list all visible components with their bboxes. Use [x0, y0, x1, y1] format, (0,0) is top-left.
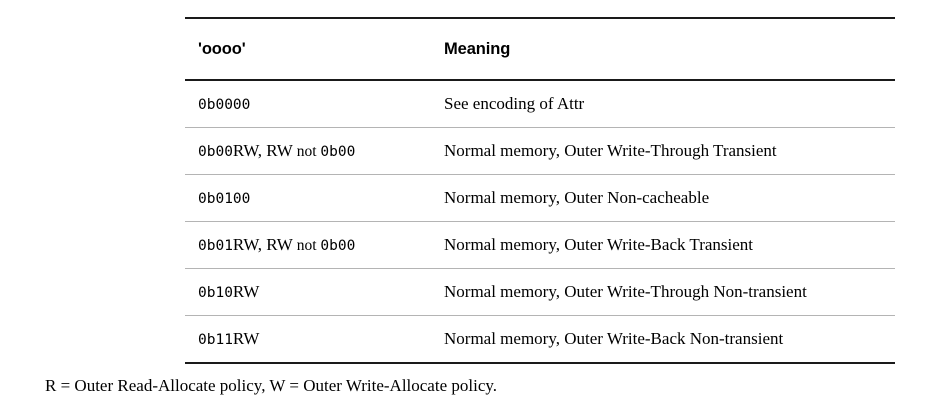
code-fragment: RW: [232, 329, 260, 348]
code-fragment: not: [296, 237, 321, 254]
code-fragment: 0b11: [198, 332, 233, 348]
code-fragment: RW: [232, 282, 260, 301]
code-fragment: 0b01: [198, 238, 233, 254]
table-footnote: R = Outer Read-Allocate policy, W = Oute…: [45, 376, 498, 395]
cell-code: 0b00RW, RW not 0b00: [185, 128, 429, 175]
code-fragment: 0b00: [320, 238, 356, 254]
cell-meaning: Normal memory, Outer Write-Through Trans…: [444, 141, 777, 160]
table-row: 0b11RW Normal memory, Outer Write-Back No…: [185, 316, 895, 364]
code-fragment: 0b10: [198, 285, 233, 301]
cell-code: 0b0100: [185, 175, 429, 222]
column-header-code: 'oooo': [198, 39, 246, 58]
code-fragment: RW, RW: [232, 141, 297, 160]
code-fragment: 0b00: [198, 144, 233, 160]
table-header-row: 'oooo' Meaning: [185, 18, 895, 80]
code-fragment: 0b0100: [198, 191, 251, 207]
cell-meaning: Normal memory, Outer Write-Back Non-tran…: [444, 329, 784, 348]
memory-attribute-encoding-table: 'oooo' Meaning 0b0000 See encoding of Att…: [185, 17, 895, 364]
cell-code: 0b01RW, RW not 0b00: [185, 222, 429, 269]
cell-code: 0b0000: [185, 80, 429, 128]
cell-meaning: Normal memory, Outer Write-Back Transien…: [444, 235, 754, 254]
table-row: 0b0000 See encoding of Attr: [185, 80, 895, 128]
cell-code: 0b10RW: [185, 269, 429, 316]
table-header: 'oooo' Meaning: [185, 18, 895, 80]
table-row: 0b01RW, RW not 0b00 Normal memory, Outer …: [185, 222, 895, 269]
column-header-meaning: Meaning: [444, 39, 511, 58]
cell-meaning: See encoding of Attr: [444, 94, 585, 113]
cell-meaning: Normal memory, Outer Write-Through Non-t…: [444, 282, 807, 301]
cell-code: 0b11RW: [185, 316, 429, 364]
code-fragment: RW, RW: [232, 235, 297, 254]
code-fragment: not: [296, 143, 321, 160]
table-row: 0b0100 Normal memory, Outer Non-cacheable: [185, 175, 895, 222]
code-fragment: 0b00: [320, 144, 356, 160]
table-row: 0b10RW Normal memory, Outer Write-Through…: [185, 269, 895, 316]
code-fragment: 0b0000: [198, 97, 251, 113]
cell-meaning: Normal memory, Outer Non-cacheable: [444, 188, 710, 207]
